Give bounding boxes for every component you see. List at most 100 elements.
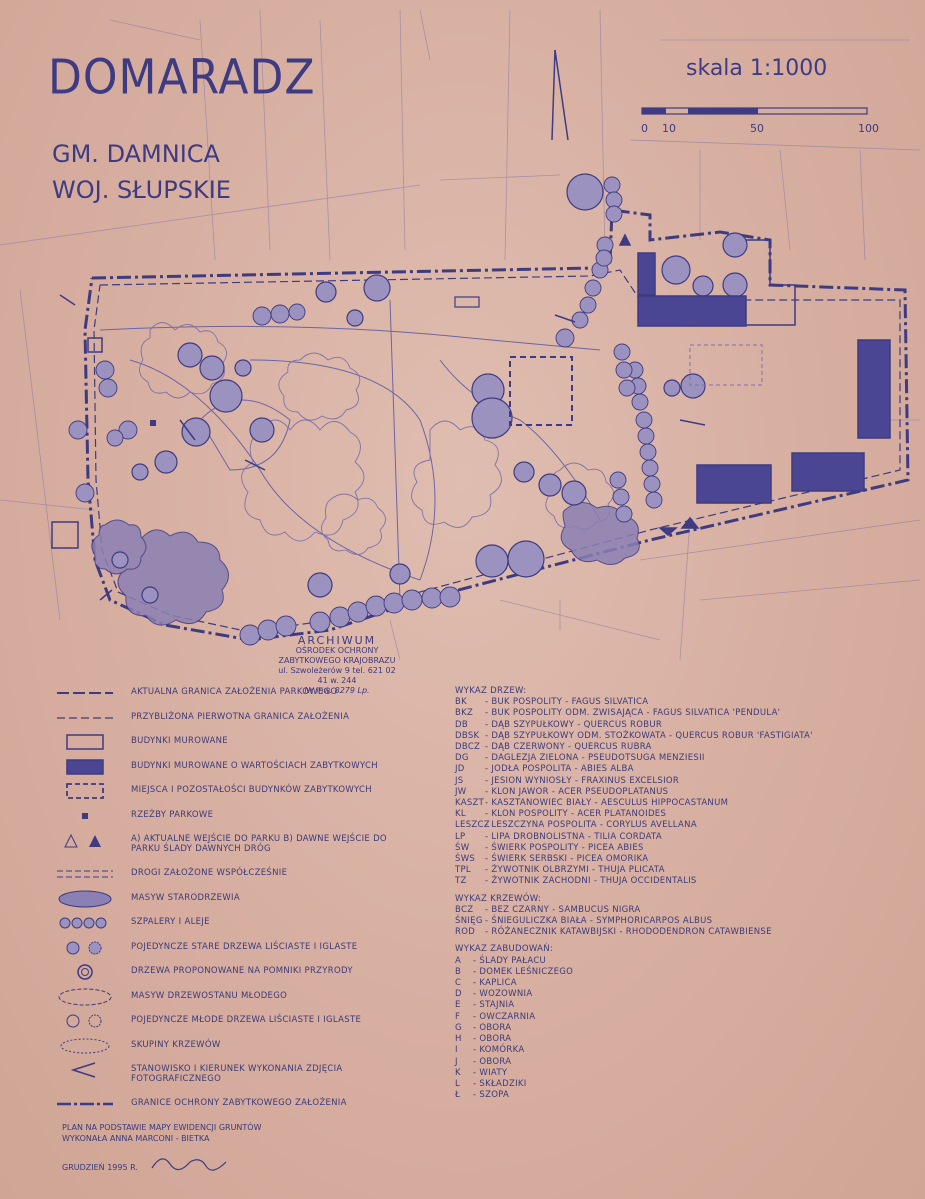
cadastral-lines [0,9,921,661]
item-name: - DAGLEZJA ZIELONA - PSEUDOTSUGA MENZIES… [485,753,705,764]
signature [151,1158,227,1171]
legend-symbol-mass [55,888,115,910]
item-name: - DĄB SZYPUŁKOWY - QUERCUS ROBUR [485,719,663,730]
item-code: D [455,989,462,1000]
trees-item: Dbsk- DĄB SZYPUŁKOWY odm. STOŻKOWATA - Q… [455,731,813,742]
item-name: - SKŁADZIKI [473,1078,527,1089]
buildings-item: L - SKŁADZIKI [455,1079,813,1090]
trees-list: Bk- BUK POSPOLITY - FAGUS SILVATICABkz- … [455,697,813,887]
trees-item: Jw- KLON JAWOR - ACER PSEUDOPLATANUS [455,787,813,798]
voivodeship-label: WOJ. SŁUPSKIE [52,176,231,204]
stamp-line-5: Nr inw. 8279 Lp. [304,686,370,695]
item-code: E [455,1000,461,1011]
trees-item: Lp- LIPA DROBNOLISTNA - TILIA CORDATA [455,832,813,843]
legend-label: DRZEWA PROPONOWANE NA POMNIKI PRZYRODY [131,966,353,976]
buildings-item: F - OWCZARNIA [455,1012,813,1023]
item-name: - OBORA [473,1056,512,1067]
item-code: H [455,1034,462,1045]
item-code: Tz [455,876,467,887]
legend-item: PRZYBLIŻONA PIERWOTNA GRANICA ZAŁOŻENIA [55,707,395,732]
legend-item: BUDYNKI MUROWANE O WARTOŚCIACH ZABYTKOWY… [55,756,395,781]
item-code: J [455,1056,458,1067]
item-name: - WIATY [473,1067,508,1078]
item-name: - DĄB CZERWONY - QUERCUS RUBRA [485,742,652,753]
legend-symbol-monument [55,961,115,983]
item-code: I [455,1045,458,1056]
trees-item: Jd- JODŁA POSPOLITA - ABIES ALBA [455,764,813,775]
trees-item: Śws- ŚWIERK SERBSKI - PICEA OMORIKA [455,854,813,865]
scale-label: skala 1:1000 [686,56,828,81]
buildings [51,239,891,549]
buildings-item: K - WIATY [455,1068,813,1079]
legend-label: RZEŹBY PARKOWE [131,809,214,820]
legend-label: BUDYNKI MUROWANE [131,736,228,746]
legend-symbol-arrows [55,829,115,851]
legend-item: a) AKTUALNE WEJŚCIE DO PARKU b) DAWNE WE… [55,829,395,863]
legend-item: DROGI ZAŁOŻONE WSPÓŁCZEŚNIE [55,863,395,888]
legend-item: BUDYNKI MUROWANE [55,731,395,756]
legend-label: PRZYBLIŻONA PIERWOTNA GRANICA ZAŁOŻENIA [131,711,350,722]
footer-credits: PLAN NA PODSTAWIE MAPY EWIDENCJI GRUNTÓW… [62,1122,262,1144]
item-code: K [455,1067,461,1078]
item-name: - ŻYWOTNIK ZACHODNI - THUJA OCCIDENTALIS [485,876,697,887]
legend-symbol-shrub [55,1035,115,1057]
stamp-line-4: ul. Szwoleżerów 9 tel. 621 02 41 w. 244 [278,666,396,685]
item-name: - KLON POSPOLITY - ACER PLATANOIDES [485,809,667,820]
scale-tick-100: 100 [858,122,879,135]
item-code: L [455,1078,461,1089]
item-name: - JODŁA POSPOLITA - ABIES ALBA [485,764,634,775]
stamp-line-2: OŚRODEK OCHRONY [295,646,379,655]
item-name: - OBORA [473,1022,512,1033]
item-code: G [455,1022,462,1033]
item-name: - WOZOWNIA [473,989,533,1000]
species-lists: WYKAZ DRZEW: Bk- BUK POSPOLITY - FAGUS S… [455,686,813,1101]
entrance-arrows [59,233,706,601]
item-code: Kl [455,809,466,820]
item-code: Tpl [455,865,471,876]
item-name: - BUK POSPOLITY - FAGUS SILVATICA [485,697,649,708]
item-code: Lp [455,831,466,842]
item-name: - BUK POSPOLITY odm. ZWISAJĄCA - FAGUS S… [485,708,781,719]
legend-item: DRZEWA PROPONOWANE NA POMNIKI PRZYRODY [55,961,395,986]
shrubs-list: Bcz- BEZ CZARNY - SAMBUCUS NIGRAŚnięg- Ś… [455,905,813,939]
trees-item: Tz - ŻYWOTNIK ZACHODNI - THUJA OCCIDENTAL… [455,876,813,887]
item-name: - OWCZARNIA [473,1011,536,1022]
legend-label: MASYW DRZEWOSTANU MŁODEGO [131,990,288,1001]
page-title: DOMARADZ [48,49,316,106]
item-code: Bkz [455,708,474,719]
legend-item: STANOWISKO I KIERUNEK WYKONANIA ZDJĘCIA … [55,1059,395,1093]
item-code: F [455,1011,461,1022]
footer-line-1: PLAN NA PODSTAWIE MAPY EWIDENCJI GRUNTÓW [62,1123,262,1132]
scale-bar [641,107,868,115]
item-name: - KAPLICA [473,978,517,989]
item-code: Kaszt [455,798,485,809]
trees-item: Kaszt- KASZTANOWIEC BIAŁY - AESCULUS HIP… [455,798,813,809]
item-name: - SZOPA [473,1090,510,1101]
trees-item: Kl - KLON POSPOLITY - ACER PLATANOIDES [455,809,813,820]
trees-item: Db- DĄB SZYPUŁKOWY - QUERCUS ROBUR [455,720,813,731]
item-code: Jw [455,786,467,797]
shrubs-item: Śnięg- ŚNIEGULICZKA BIAŁA - SYMPHORICARP… [455,916,813,927]
legend-label: DROGI ZAŁOŻONE WSPÓŁCZEŚNIE [131,868,288,878]
stamp-line-3: ZABYTKOWEGO KRAJOBRAZU [278,656,396,665]
park-paths [99,299,601,601]
scale-tick-0: 0 [641,122,648,135]
buildings-item: Ł- SZOPA [455,1090,813,1101]
buildings-item: D - WOZOWNIA [455,989,813,1000]
legend-label: SZPALERY I ALEJE [131,917,210,927]
legend-symbol-alley [55,912,115,934]
buildings-item: B- DOMEK LEŚNICZEGO [455,967,813,978]
buildings-item: J - OBORA [455,1057,813,1068]
item-name: - LESZCZYNA POSPOLITA - CORYLUS AVELLANA [485,820,697,831]
legend-label: SKUPINY KRZEWÓW [131,1039,221,1050]
legend-item: POJEDYNCZE STARE DRZEWA LIŚCIASTE I IGLA… [55,937,395,962]
item-name: - DĄB SZYPUŁKOWY odm. STOŻKOWATA - QUERC… [485,730,813,741]
legend-symbol-square [55,805,115,827]
item-name: - OBORA [473,1034,512,1045]
item-code: Śws [455,854,476,865]
buildings-item: C- KAPLICA [455,978,813,989]
legend-symbol-rect [55,731,115,753]
